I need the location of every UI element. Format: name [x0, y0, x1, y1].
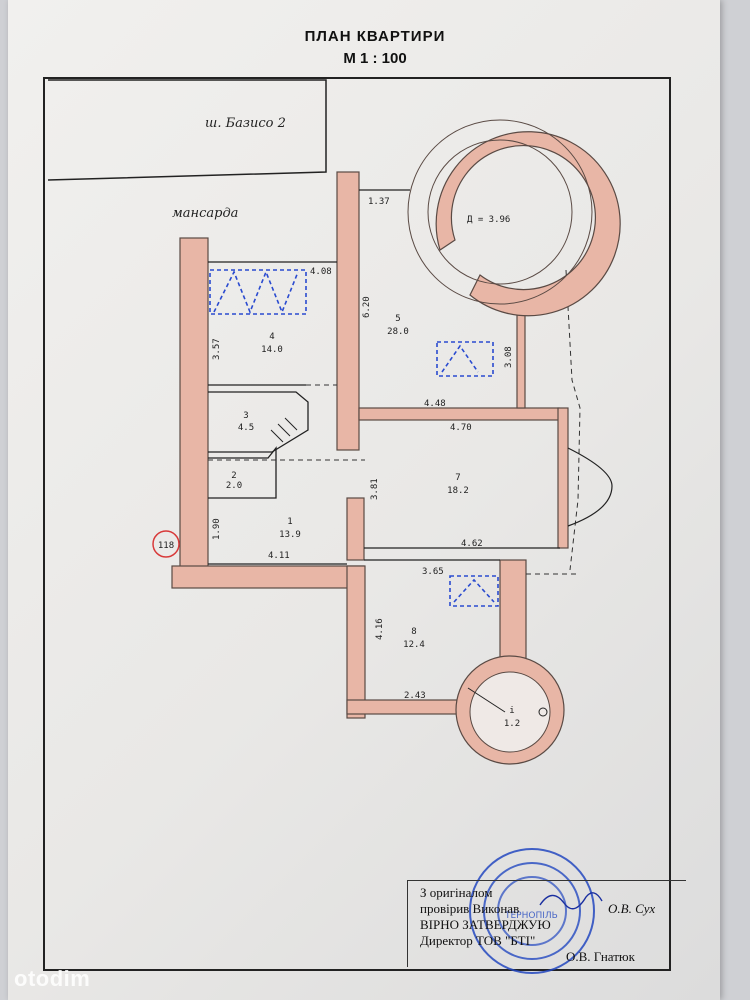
room-labels: 4 14.0 5 28.0 3 4.5 2 2.0 7 18.2 1 13.9 …: [226, 314, 520, 729]
wall-right-lower: [499, 559, 527, 661]
wall-bottom-left: [171, 565, 365, 589]
top-label: ш. Базисо 2: [205, 116, 286, 131]
room-area: 14.0: [261, 345, 283, 355]
dimension: 4.16: [375, 618, 385, 640]
stamp-signature2: О.В. Гнатюк: [566, 949, 635, 964]
bay-window: [567, 447, 613, 527]
drawing-frame: [43, 77, 671, 971]
neighbour-block: [47, 79, 327, 181]
wall-mid-horizontal: [358, 407, 560, 421]
plan-title: ПЛАН КВАРТИРИ: [304, 28, 446, 45]
partitions: [208, 189, 560, 565]
room-area: 4.5: [238, 423, 254, 433]
stamp-line4: Директор ТОВ "БТІ": [420, 933, 536, 948]
unit-marker: 118: [152, 530, 180, 558]
room-num: 8: [411, 627, 416, 637]
room-area: 12.4: [403, 640, 425, 650]
room-num: 3: [243, 411, 248, 421]
wall-bottom-vertical: [346, 565, 366, 719]
signature-scribble: [539, 892, 603, 910]
dimension: 2.43: [404, 691, 426, 701]
unit-number: 118: [158, 541, 174, 551]
dimension: 4.11: [268, 551, 290, 561]
small-tower: [455, 655, 565, 765]
dimension: 1.37: [368, 197, 390, 207]
tower-diameter: Д = 3.96: [467, 215, 510, 225]
dimension: 1.90: [212, 518, 222, 540]
dimension: 3.65: [422, 567, 444, 577]
dimension: 3.08: [504, 346, 514, 368]
mansard-label: мансарда: [172, 206, 238, 221]
stamp-line3: ВІРНО ЗАТВЕРДЖУЮ: [420, 917, 551, 932]
official-seal: ТЕРНОПІЛЬ: [469, 848, 595, 974]
tower-ring: [435, 131, 621, 317]
dimension: 4.70: [450, 423, 472, 433]
room-num: 1: [287, 517, 292, 527]
approval-stamp-box: З оригіналом провірив Виконав ВІРНО ЗАТВ…: [407, 880, 686, 967]
stamp-line2: провірив Виконав: [420, 901, 520, 916]
plan-scale: М 1 : 100: [343, 50, 407, 67]
walls: [171, 171, 569, 719]
wall-lower-vertical: [346, 497, 365, 561]
round-tower: Д = 3.96: [407, 119, 621, 317]
wall-left: [179, 237, 209, 571]
room-num: 5: [395, 314, 400, 324]
dimension: 6.20: [362, 296, 372, 318]
stamp-line1: З оригіналом: [420, 885, 493, 900]
blue-markers: [209, 269, 499, 607]
dimension: 4.62: [461, 539, 483, 549]
room-num: 2: [231, 471, 236, 481]
dimension: 3.81: [370, 478, 380, 500]
room-area: 1.2: [504, 719, 520, 729]
wall-room8-bottom: [346, 699, 458, 715]
dimension: 4.08: [310, 267, 332, 277]
stamp-signature1: О.В. Сух: [608, 901, 656, 916]
wall-center: [336, 171, 360, 451]
room-num: 4: [269, 332, 274, 342]
wall-room7-right: [557, 407, 569, 549]
room-area: 13.9: [279, 530, 301, 540]
dimension: 4.48: [424, 399, 446, 409]
room-num: і: [509, 706, 514, 716]
site-watermark: otodim: [14, 966, 91, 991]
stair-hatch: [270, 417, 298, 443]
room-area: 28.0: [387, 327, 409, 337]
svg-text:ТЕРНОПІЛЬ: ТЕРНОПІЛЬ: [504, 911, 558, 921]
dimension: 3.57: [212, 338, 222, 360]
room-area: 18.2: [447, 486, 469, 496]
dimension-labels: 1.37 4.08 6.20 3.57 3.08 4.48 4.70 3.81 …: [212, 197, 514, 701]
room-area: 2.0: [226, 481, 242, 491]
room-num: 7: [455, 473, 460, 483]
